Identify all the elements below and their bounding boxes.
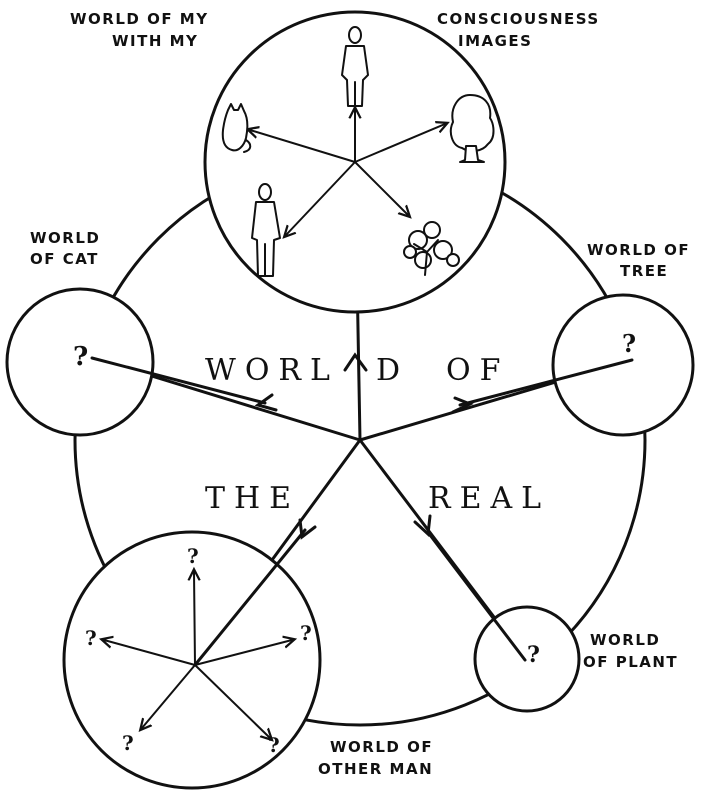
label-world-tree-2: TREE xyxy=(620,262,668,280)
label-world-other-man-2: OTHER MAN xyxy=(318,760,433,778)
label-world-of-my: WORLD OF MY xyxy=(70,10,209,28)
tree-question-mark: ? xyxy=(622,329,636,358)
label-world-cat-1: WORLD xyxy=(30,229,100,247)
other-man-world: ? ? ? ? ? xyxy=(64,530,320,788)
cat-question-mark: ? xyxy=(73,342,88,372)
tree-circle xyxy=(553,295,693,435)
other-man-arrow-up xyxy=(194,572,195,665)
other-man-question-right: ? xyxy=(300,621,312,645)
other-man-question-left: ? xyxy=(85,626,97,650)
label-world-plant-2: OF PLANT xyxy=(583,653,678,671)
label-world-plant-1: WORLD xyxy=(590,631,660,649)
plant-question-mark: ? xyxy=(527,642,540,668)
other-man-question-bottom-right: ? xyxy=(268,733,280,757)
label-with-my: WITH MY xyxy=(112,32,198,50)
text-real: REAL xyxy=(428,481,550,516)
other-man-circle xyxy=(64,532,320,788)
label-consciousness: CONSCIOUSNESS xyxy=(437,10,600,28)
label-world-other-man-1: WORLD OF xyxy=(330,738,433,756)
text-the: THE xyxy=(205,481,300,516)
text-worl: WORL xyxy=(205,353,339,388)
label-images: IMAGES xyxy=(458,32,532,50)
label-world-tree-1: WORLD OF xyxy=(587,241,690,259)
other-man-question-top: ? xyxy=(187,544,199,568)
label-world-cat-2: OF CAT xyxy=(30,250,99,268)
text-d: D xyxy=(376,353,409,388)
consciousness-world xyxy=(205,12,505,312)
other-man-question-bottom-left: ? xyxy=(122,731,134,755)
text-of: OF xyxy=(446,353,509,388)
